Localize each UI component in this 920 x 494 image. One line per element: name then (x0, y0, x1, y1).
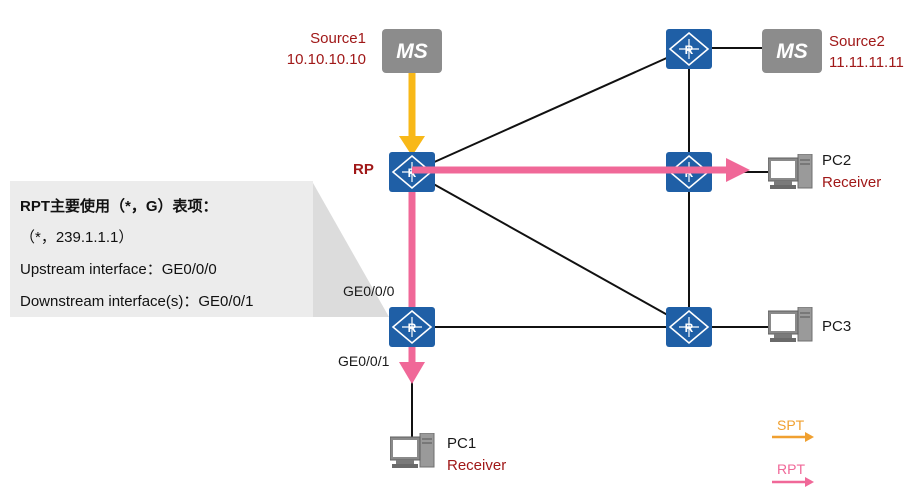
callout-downstream: Downstream interface(s)：GE0/0/1 (20, 293, 254, 310)
router-icon-r1 (666, 29, 712, 69)
pc-icon-pc2 (768, 154, 813, 190)
legend-spt-label: SPT (777, 417, 805, 433)
pc1-role: Receiver (447, 457, 506, 474)
pc2-role: Receiver (822, 174, 881, 191)
callout-entry: （*，239.1.1.1） (20, 229, 134, 246)
link-rp-r3 (411, 171, 690, 328)
legend-rpt-label: RPT (777, 461, 805, 477)
callout-title: RPT主要使用（*，G）表项： (20, 198, 218, 215)
callout-upstream: Upstream interface：GE0/0/0 (20, 261, 217, 278)
source2-ip: 11.11.11.11 (829, 54, 904, 71)
pc-icon-pc1 (390, 433, 435, 469)
links (411, 47, 790, 438)
downstream-interface-label: GE0/0/1 (338, 353, 390, 369)
legend: SPT RPT (772, 417, 814, 487)
rpt-arrow-to-pc2 (412, 158, 750, 182)
source2-server: MS (762, 29, 822, 73)
ms-server-icon (382, 29, 442, 73)
upstream-interface-label: GE0/0/0 (343, 283, 395, 299)
spt-arrow (399, 72, 425, 156)
rp-label: RP (353, 161, 374, 178)
pc2-name: PC2 (822, 152, 851, 169)
rpt-callout-box: RPT主要使用（*，G）表项： （*，239.1.1.1） Upstream i… (10, 181, 313, 317)
router-icon-r4 (389, 307, 435, 347)
rpt-arrow-to-pc1 (399, 172, 425, 384)
callout-pointer (313, 183, 389, 317)
pc3-name: PC3 (822, 318, 851, 335)
pc1-name: PC1 (447, 435, 476, 452)
source1-name: Source1 (310, 30, 366, 47)
pc-icon-pc3 (768, 307, 813, 343)
source1-server: MS (382, 29, 442, 73)
svg-text:MS: MS (396, 40, 428, 63)
source2-name: Source2 (829, 33, 885, 50)
link-rp-r1 (411, 47, 690, 173)
router-icon-r3 (666, 307, 712, 347)
source1-ip: 10.10.10.10 (287, 51, 366, 68)
ms-server-icon (762, 29, 822, 73)
svg-text:MS: MS (776, 40, 808, 63)
